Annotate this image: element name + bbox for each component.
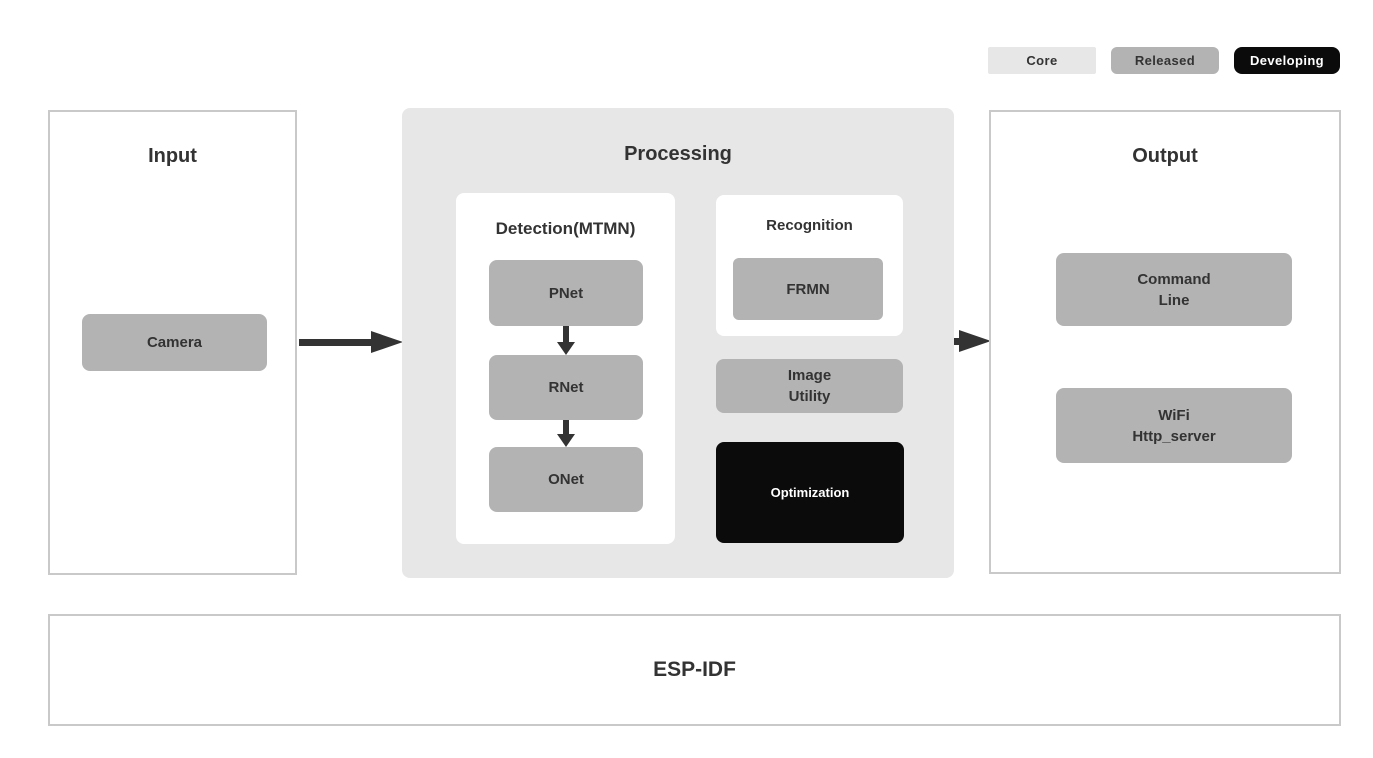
onet-block: ONet <box>489 447 643 512</box>
legend-released-badge: Released <box>1111 47 1219 74</box>
image-utility-block: Image Utility <box>716 359 903 413</box>
output-section: Output Command Line WiFi Http_server <box>989 110 1341 574</box>
processing-section: Processing Detection(MTMN) PNet RNet ONe… <box>402 108 954 578</box>
rnet-block: RNet <box>489 355 643 420</box>
pnet-block: PNet <box>489 260 643 326</box>
input-section: Input Camera <box>48 110 297 575</box>
arrow-right-icon <box>959 330 991 352</box>
output-section-title: Output <box>1132 145 1198 167</box>
recognition-panel-title: Recognition <box>766 217 853 234</box>
wifi-http-server-block: WiFi Http_server <box>1056 388 1292 463</box>
arrow-down-icon <box>557 434 575 447</box>
image-utility-line1: Image <box>787 367 832 384</box>
detection-panel-title: Detection(MTMN) <box>495 219 636 238</box>
detection-panel: Detection(MTMN) PNet RNet ONet <box>456 193 675 544</box>
arrow-right-icon <box>371 331 403 353</box>
arrow-down-icon <box>557 342 575 355</box>
recognition-panel: Recognition FRMN <box>716 195 903 336</box>
legend: Core Released Developing <box>988 47 1340 74</box>
arrow-line <box>563 420 569 435</box>
camera-block: Camera <box>82 314 267 371</box>
legend-developing-badge: Developing <box>1234 47 1340 74</box>
input-section-title: Input <box>148 145 197 167</box>
command-line-line2: Line <box>1158 291 1190 309</box>
processing-section-title: Processing <box>624 143 732 165</box>
arrow-line <box>299 339 374 346</box>
optimization-block: Optimization <box>716 442 904 543</box>
command-line-block: Command Line <box>1056 253 1292 326</box>
arrow-line <box>563 326 569 343</box>
command-line-line1: Command <box>1137 270 1211 288</box>
wifi-line2: Http_server <box>1132 427 1216 445</box>
frmn-block: FRMN <box>733 258 883 320</box>
esp-idf-title: ESP-IDF <box>653 658 736 681</box>
wifi-line1: WiFi <box>1158 406 1190 424</box>
image-utility-line2: Utility <box>788 388 831 405</box>
legend-core-badge: Core <box>988 47 1096 74</box>
esp-idf-section: ESP-IDF <box>48 614 1341 726</box>
